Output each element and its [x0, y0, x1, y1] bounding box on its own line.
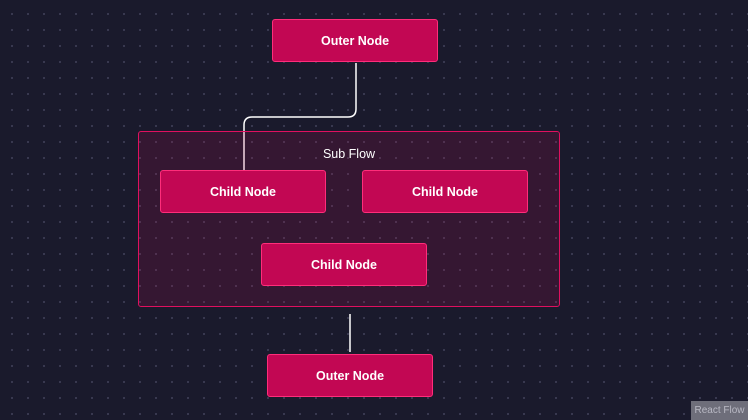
child-node-bottom[interactable]: Child Node	[261, 243, 427, 286]
outer-node-bottom[interactable]: Outer Node	[267, 354, 433, 397]
outer-node-top[interactable]: Outer Node	[272, 19, 438, 62]
react-flow-attribution[interactable]: React Flow	[691, 401, 748, 420]
subflow-label: Sub Flow	[322, 147, 376, 161]
child-node-right[interactable]: Child Node	[362, 170, 528, 213]
child-node-left[interactable]: Child Node	[160, 170, 326, 213]
